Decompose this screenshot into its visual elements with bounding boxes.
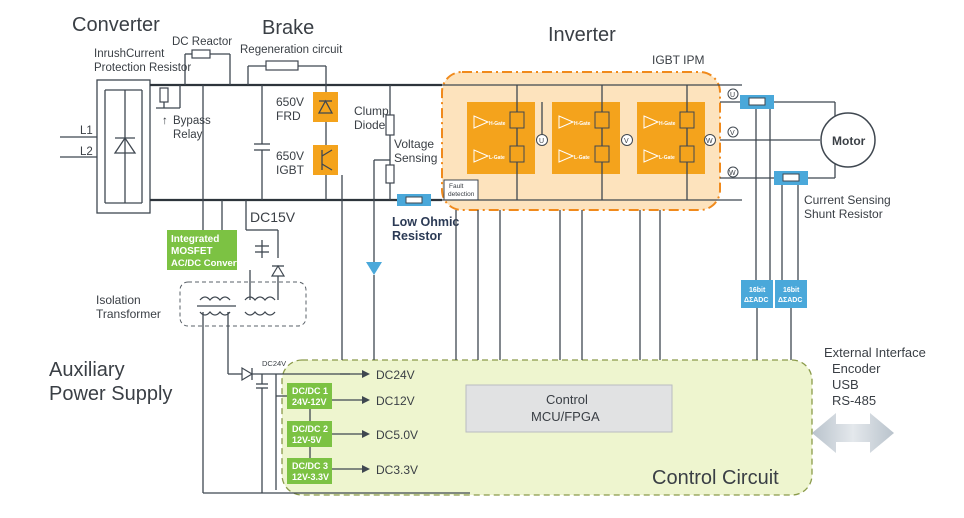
phase-leg-v: H-Gate L-Gate V bbox=[552, 85, 633, 200]
regen-resistor bbox=[265, 60, 299, 71]
external-interface-label-3: USB bbox=[832, 377, 859, 392]
svg-text:V: V bbox=[624, 138, 629, 145]
motor-label: Motor bbox=[832, 134, 866, 148]
rectifier-box bbox=[96, 79, 151, 214]
svg-text:U: U bbox=[539, 138, 544, 145]
svg-text:W: W bbox=[706, 138, 713, 145]
voltage-sense-resistor-1 bbox=[385, 114, 395, 136]
svg-text:L-Gate: L-Gate bbox=[489, 155, 505, 161]
voltage-sensing-label-2: Sensing bbox=[394, 151, 437, 165]
mosfet-label-3: AC/DC Converter bbox=[171, 258, 249, 269]
mosfet-label-1: Integrated bbox=[171, 234, 219, 245]
svg-text:H-Gate: H-Gate bbox=[489, 121, 506, 127]
l1-label: L1 bbox=[80, 125, 93, 137]
isolation-label-2: Transformer bbox=[96, 307, 161, 321]
dcdc-converter-3 bbox=[287, 458, 332, 484]
igbt-ipm-label: IGBT IPM bbox=[652, 53, 704, 67]
adc-2-label-2: ΔΣADC bbox=[778, 297, 802, 304]
rail-dc12v: DC12V bbox=[376, 394, 415, 408]
dcdc-2-label-2: 12V-5V bbox=[292, 435, 322, 445]
inrush-label-1: InrushCurrent bbox=[94, 48, 165, 60]
clump-label-2: Diode bbox=[354, 118, 386, 132]
adc-2-label-1: 16bit bbox=[783, 287, 800, 294]
dcdc-1-label-2: 24V-12V bbox=[292, 397, 327, 407]
adc-1-label-2: ΔΣADC bbox=[744, 297, 768, 304]
output-diode bbox=[241, 366, 254, 382]
low-ohmic-label-1: Low Ohmic bbox=[392, 215, 459, 229]
section-title-converter: Converter bbox=[72, 14, 160, 36]
rail-dc24v: DC24V bbox=[376, 368, 415, 382]
converter-block bbox=[96, 79, 151, 214]
svg-text:V: V bbox=[730, 130, 735, 137]
frd-label-2: FRD bbox=[276, 109, 301, 123]
mosfet-label-2: MOSFET bbox=[171, 246, 213, 257]
bidirectional-arrow-icon bbox=[812, 413, 894, 453]
svg-text:L-Gate: L-Gate bbox=[659, 155, 675, 161]
voltage-sense-resistor-2 bbox=[385, 164, 395, 184]
control-mcu-label-1: Control bbox=[546, 392, 588, 407]
section-title-auxiliary-2: Power Supply bbox=[49, 383, 172, 405]
current-sensing-label-1: Current Sensing bbox=[804, 193, 891, 207]
control-mcu-fpga-box bbox=[465, 384, 673, 433]
isolation-transformer-box bbox=[179, 281, 307, 327]
svg-text:H-Gate: H-Gate bbox=[574, 121, 591, 127]
dcdc-converter-1 bbox=[287, 383, 332, 409]
inrush-resistor bbox=[159, 87, 169, 103]
dcdc-3-label-1: DC/DC 3 bbox=[292, 461, 328, 471]
bypass-label-1: Bypass bbox=[173, 115, 211, 127]
control-mcu-label-2: MCU/FPGA bbox=[531, 409, 600, 424]
dcdc-1-label-1: DC/DC 1 bbox=[292, 386, 328, 396]
current-sensing-label-2: Shunt Resistor bbox=[804, 207, 883, 221]
fault-label-2: detection bbox=[448, 191, 475, 198]
igbt-brake-chip bbox=[313, 145, 338, 175]
section-title-control-circuit: Control Circuit bbox=[652, 467, 779, 489]
external-interface-label-2: Encoder bbox=[832, 361, 881, 376]
dc-reactor-label: DC Reactor bbox=[172, 36, 232, 48]
fault-label-1: Fault bbox=[449, 183, 464, 190]
adc-block-1 bbox=[741, 280, 773, 308]
bypass-label-2: Relay bbox=[173, 129, 203, 141]
dc24v-small-label: DC24V bbox=[262, 359, 286, 368]
inrush-label-2: Protection Resistor bbox=[94, 62, 191, 74]
low-ohmic-label-2: Resistor bbox=[392, 229, 442, 243]
igbt-label-2: IGBT bbox=[276, 163, 305, 177]
bypass-arrow: ↑ bbox=[162, 115, 168, 127]
isolation-label-1: Isolation bbox=[96, 293, 141, 307]
external-interface-label-4: RS-485 bbox=[832, 393, 876, 408]
igbt-label-1: 650V bbox=[276, 149, 304, 163]
mosfet-acdc-converter bbox=[167, 230, 237, 270]
dc15v-label: DC15V bbox=[250, 209, 296, 225]
adc-block-2 bbox=[775, 280, 807, 308]
section-title-auxiliary-1: Auxiliary bbox=[49, 359, 125, 381]
external-interface-label-1: External Interface bbox=[824, 345, 926, 360]
l2-label: L2 bbox=[80, 146, 93, 158]
dcdc-2-label-1: DC/DC 2 bbox=[292, 424, 328, 434]
dc-reactor bbox=[191, 49, 211, 59]
sense-amplifier bbox=[366, 262, 382, 275]
dcdc-3-label-2: 12V-3.3V bbox=[292, 472, 329, 482]
svg-text:W: W bbox=[729, 170, 736, 177]
section-title-inverter: Inverter bbox=[548, 24, 616, 46]
svg-text:L-Gate: L-Gate bbox=[574, 155, 590, 161]
clump-label-1: Clump bbox=[354, 104, 389, 118]
phase-leg-u: H-Gate L-Gate U bbox=[467, 85, 548, 200]
adc-1-label-1: 16bit bbox=[749, 287, 766, 294]
motor-symbol bbox=[820, 112, 876, 168]
rectifier-diode-symbol bbox=[113, 136, 137, 154]
section-title-brake: Brake bbox=[262, 17, 314, 39]
regen-label: Regeneration circuit bbox=[240, 44, 343, 56]
rail-dc3v3: DC3.3V bbox=[376, 463, 418, 477]
svg-text:U: U bbox=[730, 92, 735, 99]
frd-label-1: 650V bbox=[276, 95, 304, 109]
rail-dc5v: DC5.0V bbox=[376, 428, 418, 442]
phase-leg-w: H-Gate L-Gate W bbox=[637, 85, 716, 200]
frd-chip bbox=[313, 92, 338, 122]
svg-text:H-Gate: H-Gate bbox=[659, 121, 676, 127]
voltage-sensing-label-1: Voltage bbox=[394, 137, 434, 151]
dcdc-converter-2 bbox=[287, 421, 332, 447]
